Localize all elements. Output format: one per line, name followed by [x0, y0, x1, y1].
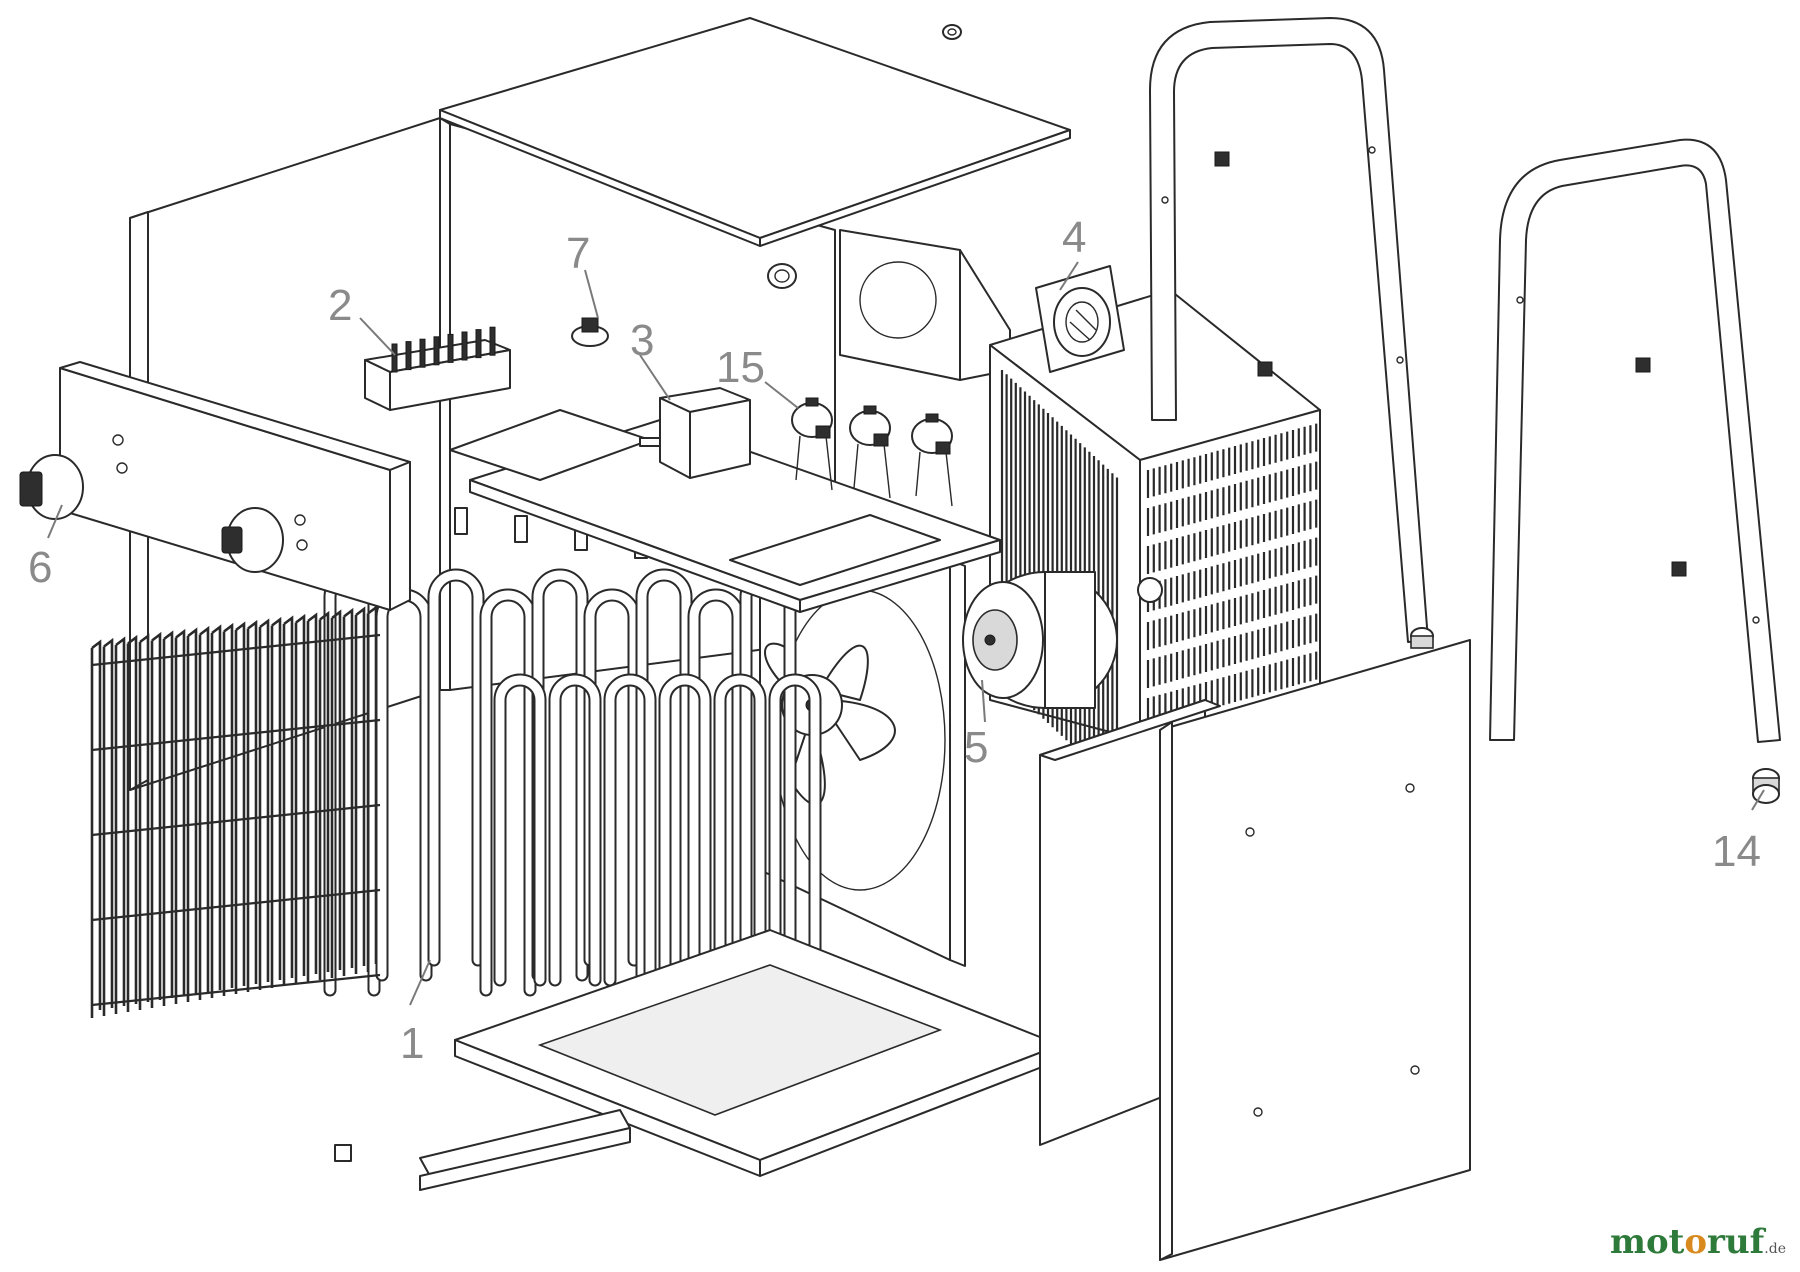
- selector-switch-knob: [221, 507, 284, 573]
- carry-handle-front: [1489, 138, 1781, 743]
- limit-thermostats: [791, 397, 953, 507]
- callout-leaders: [47, 261, 1765, 1006]
- safety-thermostat: [571, 317, 609, 347]
- callout-15: 15: [716, 343, 765, 392]
- callout-2: 2: [328, 281, 352, 330]
- mounting-rail: [419, 1109, 631, 1191]
- power-socket: [1035, 265, 1125, 373]
- cable-grommet: [767, 263, 797, 289]
- top-screw: [942, 24, 962, 40]
- control-panel: [59, 361, 411, 611]
- fan-motor: [962, 571, 1118, 709]
- callout-7: 7: [566, 229, 590, 278]
- small-nut: [334, 1144, 352, 1162]
- callout-3: 3: [630, 316, 654, 365]
- callout-14: 14: [1712, 827, 1761, 876]
- callout-4: 4: [1062, 213, 1086, 262]
- side-cover-outer: [1159, 639, 1471, 1261]
- relay-box: [639, 387, 751, 479]
- callout-5: 5: [964, 723, 988, 772]
- carry-handle-rear: [1149, 17, 1429, 643]
- bottom-tray: [454, 929, 1061, 1177]
- callout-1: 1: [400, 1019, 424, 1068]
- thermostat-knob: [19, 454, 84, 520]
- terminal-block: [364, 326, 511, 411]
- handle-end-cap: [1752, 768, 1780, 804]
- brand-logo: motoruf.de: [1609, 1222, 1786, 1262]
- plug-mount-bracket: [839, 229, 1011, 381]
- handle-end-cap-2: [1410, 627, 1434, 649]
- fan-shroud-plate: [759, 559, 966, 967]
- top-cover: [439, 17, 1071, 247]
- callout-6: 6: [28, 543, 52, 592]
- front-guard-grille: [90, 604, 381, 1018]
- element-mounting-plate: [449, 409, 1001, 613]
